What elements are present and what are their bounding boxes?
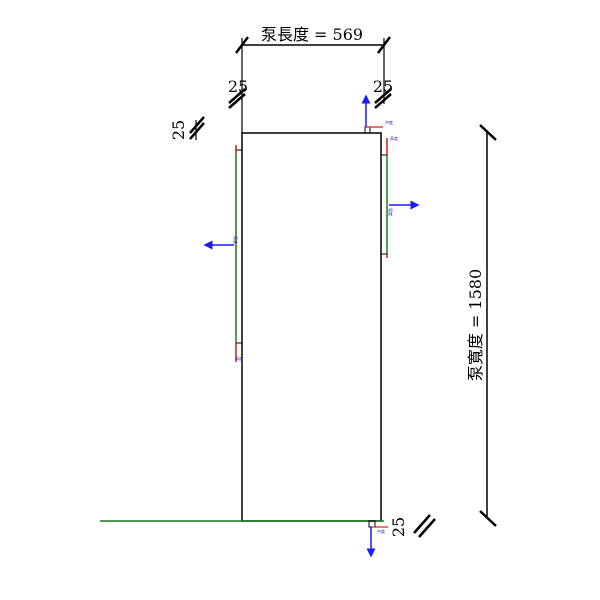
width-dimension[interactable]: 泵寬度 = 1580 — [466, 124, 497, 527]
offset-label: 25 — [228, 77, 248, 96]
offset-dimension-top-left[interactable]: 25 — [228, 77, 248, 109]
connector-tag: 寬度 — [233, 236, 239, 244]
connector-tag: 高度 — [235, 355, 243, 361]
length-dimension[interactable]: 泵長度 = 569 — [235, 25, 391, 133]
width-label: 泵寬度 = 1580 — [466, 269, 485, 381]
connector-right[interactable]: 寬度 高度 — [381, 135, 420, 258]
pump-outline[interactable] — [241, 132, 382, 522]
connector-left[interactable]: 寬度 高度 — [203, 145, 243, 362]
offset-label: 25 — [169, 120, 188, 140]
connector-tag: 中度 — [385, 119, 393, 125]
offset-label: 25 — [389, 517, 408, 537]
connector-tag: 高度 — [390, 135, 398, 141]
offset-dimension-top-right[interactable]: 25 — [373, 77, 393, 109]
connector-tag: 寬度 — [388, 208, 394, 216]
offset-dimension-bottom-right[interactable]: 25 — [389, 514, 436, 538]
offset-dimension-left[interactable]: 25 — [169, 116, 205, 140]
connector-tag: 中度 — [377, 528, 385, 534]
connector-bottom[interactable]: 中度 — [366, 520, 388, 558]
connector-top[interactable]: 中度 — [361, 94, 393, 134]
length-label: 泵長度 = 569 — [261, 25, 363, 44]
